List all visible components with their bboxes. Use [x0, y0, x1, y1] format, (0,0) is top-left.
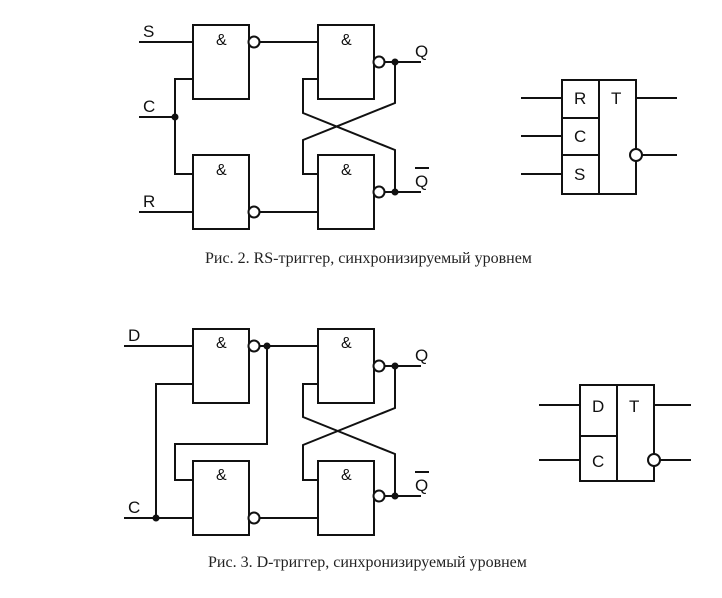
wire-q-feedback — [302, 61, 396, 175]
gate-3-symbol: & — [341, 335, 352, 352]
symbol-type-label: T — [629, 397, 639, 416]
inversion-bubble — [247, 35, 261, 49]
junction-dot — [152, 514, 160, 522]
input-label-d: D — [128, 326, 140, 345]
wire-g1-to-g2 — [174, 345, 268, 481]
gate-3-symbol: & — [341, 32, 352, 49]
symbol-pin-label-c: C — [574, 127, 586, 146]
figure-rs-trigger: & & & & S C R Q Q R — [139, 22, 677, 267]
inversion-bubble — [372, 359, 386, 373]
output-label-q: Q — [415, 346, 428, 365]
nand-gate-1 — [192, 24, 250, 100]
symbol-pin-label-s: S — [574, 165, 585, 184]
inversion-bubble — [629, 148, 643, 162]
wire-nq-feedback — [302, 78, 396, 193]
inversion-bubble — [647, 453, 661, 467]
junction-dot — [391, 188, 399, 196]
figure-caption: Рис. 2. RS-триггер, синхронизируемый уро… — [205, 250, 532, 267]
junction-dot — [391, 58, 399, 66]
d-trigger-symbol: D C T — [539, 384, 691, 482]
junction-dot — [263, 342, 271, 350]
input-label-c: C — [128, 498, 140, 517]
rs-trigger-symbol: R C S T — [521, 79, 677, 195]
input-label-c: C — [143, 97, 155, 116]
nand-gate-4 — [317, 154, 375, 230]
nand-gate-2 — [192, 460, 250, 536]
gate-1-symbol: & — [216, 335, 227, 352]
inversion-bubble — [247, 511, 261, 525]
junction-dot — [171, 113, 179, 121]
wire-nq-feedback — [302, 383, 396, 497]
nand-gate-2 — [192, 154, 250, 230]
gate-2-symbol: & — [216, 467, 227, 484]
wire-q-feedback — [302, 365, 396, 481]
nand-gate-3 — [317, 24, 375, 100]
inversion-bubble — [372, 55, 386, 69]
symbol-pin-label-r: R — [574, 89, 586, 108]
symbol-pin-label-c: C — [592, 452, 604, 471]
input-label-r: R — [143, 192, 155, 211]
wire-c-to-gate1 — [155, 383, 194, 519]
figure-caption: Рис. 3. D-триггер, синхронизируемый уров… — [208, 554, 527, 571]
gate-2-symbol: & — [216, 162, 227, 179]
junction-dot — [391, 362, 399, 370]
gate-1-symbol: & — [216, 32, 227, 49]
nand-gate-3 — [317, 328, 375, 404]
junction-dot — [391, 492, 399, 500]
inversion-bubble — [372, 185, 386, 199]
output-label-not-q: Q — [415, 172, 428, 191]
gate-4-symbol: & — [341, 467, 352, 484]
inversion-bubble — [247, 205, 261, 219]
output-label-q: Q — [415, 42, 428, 61]
inversion-bubble — [247, 339, 261, 353]
figure-d-trigger: & & & & D C Q Q D C T — [124, 326, 691, 571]
gate-4-symbol: & — [341, 162, 352, 179]
output-label-not-q: Q — [415, 476, 428, 495]
symbol-pin-label-d: D — [592, 397, 604, 416]
inversion-bubble — [372, 489, 386, 503]
nand-gate-1 — [192, 328, 250, 404]
symbol-type-label: T — [611, 89, 621, 108]
input-label-s: S — [143, 22, 154, 41]
